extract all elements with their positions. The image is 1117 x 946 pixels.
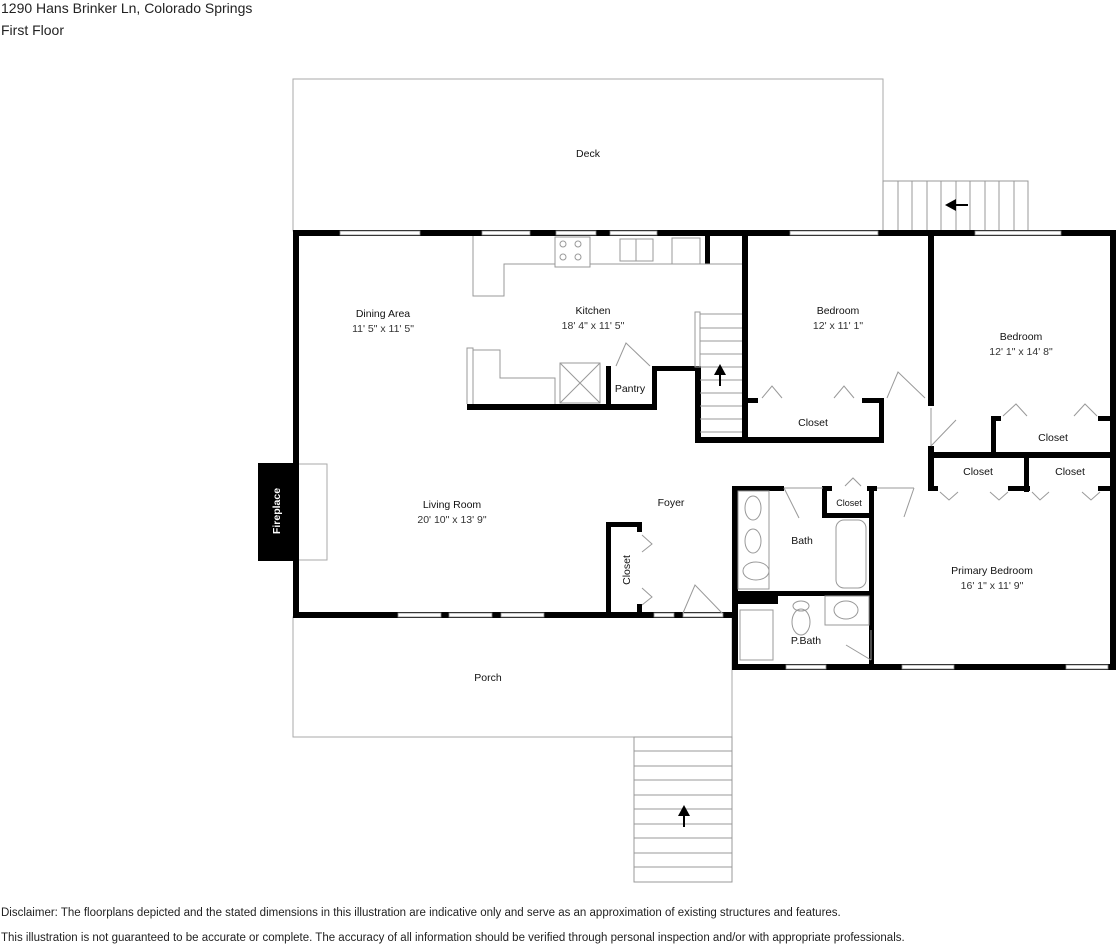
room-label-kitchen: Kitchen <box>575 305 610 317</box>
room-dims-dining: 11' 5" x 11' 5" <box>352 323 414 335</box>
room-label-primary-closet-2: Closet <box>1055 466 1085 478</box>
room-dims-kitchen: 18' 4" x 11' 5" <box>562 320 625 332</box>
room-label-dining: Dining Area <box>356 308 410 320</box>
bath-fixtures <box>737 490 870 661</box>
arrow-left-icon <box>945 199 968 211</box>
room-label-primary: Primary Bedroom <box>951 565 1033 577</box>
room-label-foyer-closet: Closet <box>621 555 633 585</box>
room-label-primary-closet-1: Closet <box>963 466 993 478</box>
room-dims-bedroom-2: 12' 1" x 14' 8" <box>989 346 1053 358</box>
arrow-up-icon <box>714 364 726 386</box>
room-label-pbath: P.Bath <box>791 635 821 647</box>
room-label-bedroom-1: Bedroom <box>817 305 860 317</box>
room-label-bedroom-2-closet: Closet <box>1038 432 1068 444</box>
room-label-deck: Deck <box>576 148 601 160</box>
room-dims-primary: 16' 1" x 11' 9" <box>961 580 1024 592</box>
room-dims-bedroom-1: 12' x 11' 1" <box>813 320 863 332</box>
room-label-fireplace: Fireplace <box>271 488 283 534</box>
porch-stairs <box>633 736 733 883</box>
room-label-bedroom-1-closet: Closet <box>798 417 828 429</box>
room-label-bedroom-2: Bedroom <box>1000 331 1043 343</box>
floor-label: First Floor <box>1 22 64 38</box>
kitchen-fixtures <box>466 236 742 404</box>
fireplace <box>258 463 328 561</box>
room-label-bath: Bath <box>791 535 813 547</box>
porch <box>292 616 733 738</box>
room-label-pantry: Pantry <box>615 383 646 395</box>
deck-stairs <box>882 180 1029 232</box>
windows <box>339 230 1109 670</box>
room-label-porch: Porch <box>474 672 502 684</box>
room-dims-living: 20' 10" x 13' 9" <box>417 514 487 526</box>
disclaimer-line-1: Disclaimer: The floorplans depicted and … <box>1 907 841 919</box>
room-label-foyer: Foyer <box>658 497 685 509</box>
room-label-hall-closet: Closet <box>836 498 862 508</box>
doors <box>641 371 1101 661</box>
walls <box>293 230 1116 670</box>
property-address: 1290 Hans Brinker Ln, Colorado Springs <box>1 0 253 16</box>
disclaimer-line-2: This illustration is not guaranteed to b… <box>1 932 905 944</box>
room-label-living: Living Room <box>423 499 482 511</box>
arrow-up-icon <box>678 805 690 827</box>
